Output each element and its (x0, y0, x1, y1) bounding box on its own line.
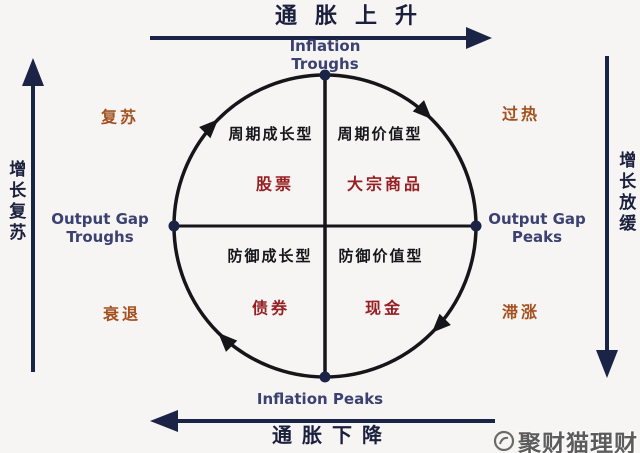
watermark-logo-icon (493, 430, 515, 452)
watermark-brand-text: 聚财猫理财 (518, 431, 638, 453)
clockwise-arrowhead-bottom-right-icon (431, 313, 451, 333)
growth-recovering-arrow (22, 58, 44, 372)
junction-dot-left (168, 220, 180, 232)
arrowhead-up-icon (22, 58, 44, 86)
arrowhead-right-icon (466, 27, 492, 49)
phase-overheat-label: 过热 (501, 104, 541, 124)
top-axis-arrow-label: 通胀上升 (274, 2, 436, 29)
watermark: 聚财猫理财 (493, 424, 638, 453)
phase-recession-label: 衰退 (102, 304, 142, 324)
inflation-rising-arrow (150, 27, 492, 49)
clockwise-arrowhead-top-left-icon (199, 119, 219, 139)
asset-commodities: 大宗商品 (346, 174, 424, 194)
phase-recovery-label: 复苏 (100, 107, 140, 127)
asset-bonds: 债券 (251, 298, 291, 318)
quadrant-style-cyclical-growth: 周期成长型 (228, 125, 314, 143)
arrowhead-left-icon (150, 410, 178, 432)
quadrant-style-defensive-value: 防御价值型 (338, 247, 424, 265)
asset-cash: 现金 (364, 298, 404, 318)
output-gap-peaks-label: Output Gap Peaks (488, 210, 586, 246)
inflation-peaks-label: Inflation Peaks (256, 390, 384, 408)
growth-slowing-arrow (596, 56, 618, 378)
bottom-axis-arrow-label: 通胀下降 (272, 423, 392, 447)
quadrant-style-cyclical-value: 周期价值型 (337, 125, 423, 143)
left-axis-arrow-label: 增长复苏 (5, 160, 26, 244)
clockwise-arrowhead-top-right-icon (412, 100, 432, 120)
clockwise-arrowhead-bottom-left-icon (218, 332, 238, 352)
phase-stagflation-label: 滞涨 (501, 302, 541, 322)
right-axis-arrow-label: 增长放缓 (615, 151, 636, 235)
asset-stocks: 股票 (255, 174, 295, 194)
junction-dot-top (319, 69, 331, 81)
quadrant-style-defensive-growth: 防御成长型 (227, 247, 313, 265)
inflation-falling-arrow (150, 410, 495, 432)
arrowhead-down-icon (596, 350, 618, 378)
inflation-troughs-label: Inflation Troughs (289, 37, 361, 73)
junction-dot-right (470, 220, 482, 232)
output-gap-troughs-label: Output Gap Troughs (51, 210, 149, 246)
junction-dot-bottom (319, 371, 331, 383)
